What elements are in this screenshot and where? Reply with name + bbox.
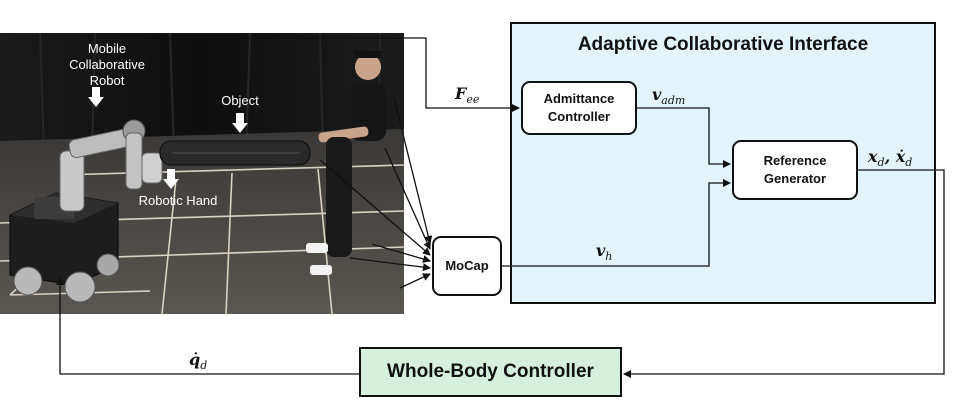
signal-vadm-symbol: v [652, 85, 662, 104]
setup-photo: Mobile Collaborative Robot Object Roboti… [0, 33, 404, 314]
photo-label-robot: Mobile Collaborative Robot [69, 41, 145, 88]
signal-xd-symbol: x [868, 147, 878, 166]
signal-force-subscript: ee [466, 93, 480, 107]
signal-xdot-symbol: ẋ [895, 147, 906, 166]
signal-force-symbol: F [455, 84, 467, 103]
arrow-down-icon [232, 113, 248, 133]
photo-pointer-arrows [88, 87, 248, 189]
signal-qdot-subscript: d [200, 359, 208, 373]
signal-vh-label: vh [596, 241, 612, 263]
arrow-down-icon [163, 169, 179, 189]
photo-label-robotic-hand: Robotic Hand [138, 193, 218, 208]
signal-vadm-label: vadm [652, 85, 685, 107]
admittance-controller-block: Admittance Controller [521, 81, 637, 135]
signal-qdot-label: q̇d [189, 350, 207, 372]
signal-force-label: Fee [455, 84, 479, 106]
signal-xd-separator: , [884, 147, 896, 166]
signal-vh-subscript: h [605, 250, 613, 264]
signal-xdot-subscript: d [905, 156, 913, 170]
panel-title: Adaptive Collaborative Interface [577, 34, 869, 55]
carried-object [159, 140, 311, 166]
signal-xd-subscript: d [877, 156, 885, 170]
whole-body-controller-block: Whole-Body Controller [359, 347, 622, 397]
signal-qdot-symbol: q̇ [189, 350, 201, 369]
signal-vh-symbol: v [596, 241, 606, 260]
reference-generator-block: Reference Generator [732, 140, 858, 200]
signal-xd-label: xd, ẋd [868, 147, 912, 169]
mocap-block: MoCap [432, 236, 502, 296]
robot-arm [59, 119, 163, 212]
wire-mocap-6 [399, 273, 431, 289]
signal-vadm-subscript: adm [661, 94, 686, 108]
arrow-down-icon [88, 87, 104, 107]
